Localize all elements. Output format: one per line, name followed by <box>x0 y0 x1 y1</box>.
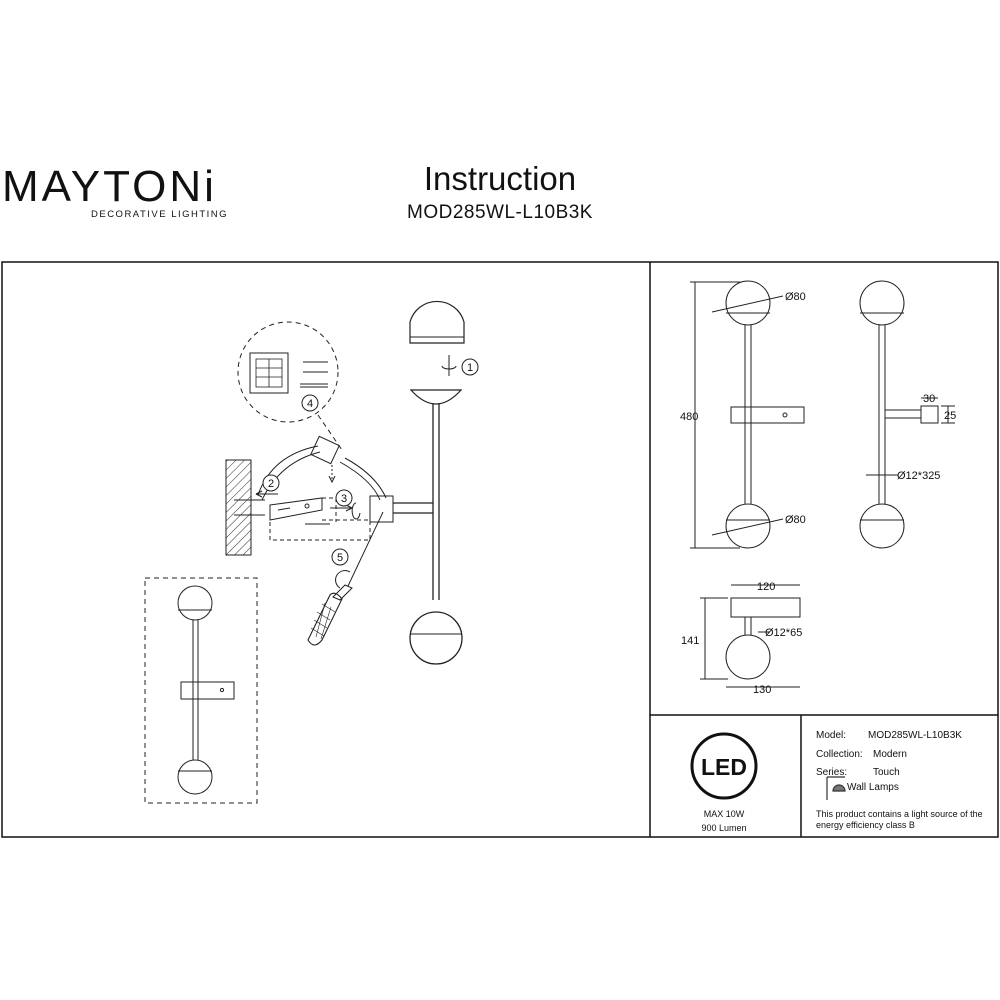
spec-collection-label: Collection: <box>816 749 863 760</box>
led-label: LED <box>701 754 747 780</box>
brand-logo: MAYTONi <box>2 162 217 211</box>
model-code: MOD285WL-L10B3K <box>407 202 593 223</box>
step-1: 1 <box>467 362 473 374</box>
spec-type-value: Wall Lamps <box>847 782 899 793</box>
led-lumen: 900 Lumen <box>701 823 746 833</box>
dim-shade-width: 130 <box>753 684 771 696</box>
step-2: 2 <box>268 478 274 490</box>
dim-base-height: 25 <box>944 410 956 422</box>
spec-model-value: MOD285WL-L10B3K <box>868 730 962 741</box>
step-markers: 1 2 3 4 5 <box>262 358 479 566</box>
led-power: MAX 10W <box>704 809 745 819</box>
dim-tube: Ø12*65 <box>765 627 802 639</box>
spec-series-value: Touch <box>873 767 900 778</box>
step-4: 4 <box>307 398 313 410</box>
spec-series-label: Series: <box>816 767 847 778</box>
spec-model-label: Model: <box>816 730 846 741</box>
dim-shade-top: Ø80 <box>785 291 806 303</box>
energy-note: This product contains a light source of … <box>816 809 983 830</box>
sheet-frame <box>1 261 999 838</box>
spec-collection-value: Modern <box>873 749 907 760</box>
dim-height: 480 <box>680 411 698 423</box>
step-3: 3 <box>341 493 347 505</box>
dim-rod: Ø12*325 <box>897 470 940 482</box>
wall-lamp-icon <box>826 776 846 800</box>
page-title: Instruction <box>423 160 577 197</box>
assembly-drawing <box>144 300 465 804</box>
step-5: 5 <box>337 552 343 564</box>
dim-shade-bottom: Ø80 <box>785 514 806 526</box>
brand-tagline: DECORATIVE LIGHTING <box>91 209 229 220</box>
dim-plate-width: 120 <box>757 581 775 593</box>
dim-base-length: 30 <box>923 393 935 405</box>
led-badge: LED <box>690 732 758 800</box>
dim-depth: 141 <box>681 635 699 647</box>
spec-table: Model: MOD285WL-L10B3K Collection: Moder… <box>816 730 962 793</box>
dimension-drawing <box>690 280 955 688</box>
dimension-labels: 480 Ø80 Ø80 30 25 Ø12*325 120 141 Ø12*65… <box>680 291 956 696</box>
